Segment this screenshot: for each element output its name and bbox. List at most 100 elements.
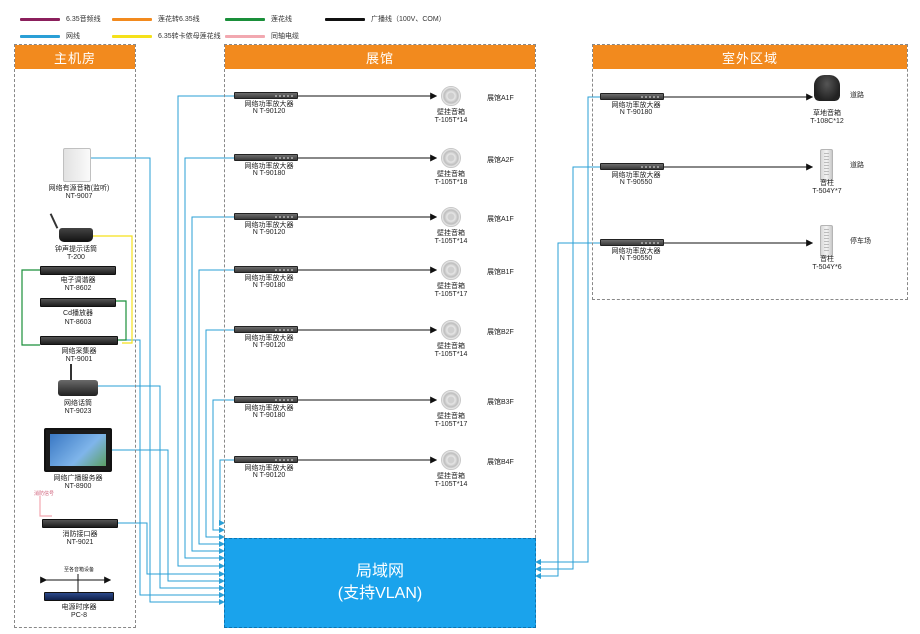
hall-speaker-icon-1 [441, 148, 461, 168]
legend-label-1: 莲花转6.35线 [158, 16, 200, 23]
tuner-rack-icon [40, 266, 116, 275]
device-name-4: 网络采集器 [61, 348, 97, 355]
outdoor-column-speaker-icon-2 [820, 225, 833, 257]
legend-label-5: 6.35转卡侬母莲花线 [158, 33, 221, 40]
hall-network-wire-5 [212, 399, 234, 533]
hall-amp-model-3: N T-90180 [252, 282, 286, 289]
hall-amp-3 [234, 266, 298, 273]
tuner-green-line [21, 269, 40, 346]
legend-swatch-5 [112, 34, 152, 38]
device-name-6: 网络广播服务器 [53, 475, 103, 482]
control-room-zone: 主机房 [14, 44, 136, 628]
legend-swatch-1 [112, 17, 152, 21]
legend-label-0: 6.35音频线 [66, 16, 101, 23]
outdoor-amp-model-1: N T-90550 [619, 179, 653, 186]
hall-network-wire-3 [198, 269, 234, 547]
hall-speaker-model-4: T-105T*14 [434, 351, 468, 358]
device-name-7: 消防接口器 [62, 531, 98, 538]
device-model-1: T-200 [67, 254, 85, 261]
control-room-network-wire-4 [118, 522, 225, 577]
hall-network-wire-1 [184, 157, 234, 561]
hall-area-label-6: 展馆B4F [487, 459, 514, 466]
legend-label-2: 莲花线 [271, 16, 292, 23]
outdoor-area-label-0: 道路 [850, 92, 864, 99]
outdoor-amp-name-0: 网络功率放大器 [611, 102, 661, 109]
fire-signal-label: 消防信号 [34, 491, 55, 497]
hall-amp-model-0: N T-90120 [252, 108, 286, 115]
outdoor-lawn-speaker-icon-0 [814, 75, 840, 101]
device-name-5: 网络话筒 [64, 400, 92, 407]
exhibition-hall-zone: 展馆 [224, 44, 536, 628]
device-name-8: 电源时序器 [61, 604, 97, 611]
hall-amp-name-5: 网络功率放大器 [244, 405, 294, 412]
hall-speaker-model-3: T-105T*17 [434, 291, 468, 298]
server-screen [50, 434, 106, 466]
outdoor-network-wire-0 [535, 96, 600, 565]
hall-area-label-4: 展馆B2F [487, 329, 514, 336]
hall-amp-1 [234, 154, 298, 161]
lan-title: 局域网 [355, 563, 404, 580]
hall-amp-2 [234, 213, 298, 220]
hall-speaker-icon-4 [441, 320, 461, 340]
legend-swatch-0 [20, 17, 60, 21]
hall-speaker-model-5: T-105T*17 [434, 421, 468, 428]
legend-item-5: 6.35转卡侬母莲花线 [112, 31, 221, 41]
hall-speaker-icon-5 [441, 390, 461, 410]
outdoor-area-label-1: 道路 [850, 162, 864, 169]
hall-network-wire-2 [191, 216, 234, 554]
outdoor-speaker-name-2: 音柱 [820, 256, 834, 263]
hall-amp-name-2: 网络功率放大器 [244, 222, 294, 229]
legend-item-2: 莲花线 [225, 14, 292, 24]
hall-amp-name-1: 网络功率放大器 [244, 163, 294, 170]
collector-rack-icon [40, 336, 118, 345]
hall-amp-4 [234, 326, 298, 333]
control-room-network-wire-3 [112, 449, 225, 584]
device-name-3: Cd播放器 [63, 310, 93, 317]
legend-swatch-4 [20, 34, 60, 38]
device-model-4: NT-9001 [65, 356, 93, 363]
hall-speaker-name-5: 壁挂音箱 [437, 413, 465, 420]
fire-signal-line [39, 496, 52, 517]
legend-item-1: 莲花转6.35线 [112, 14, 200, 24]
lan-subtitle: (支持VLAN) [337, 585, 423, 602]
hall-network-wire-6 [219, 459, 234, 526]
hall-amp-model-4: N T-90120 [252, 342, 286, 349]
fire-interface-rack-icon [42, 519, 118, 528]
legend-label-4: 网线 [66, 33, 80, 40]
hall-speaker-name-0: 壁挂音箱 [437, 109, 465, 116]
hall-speaker-icon-0 [441, 86, 461, 106]
hall-speaker-name-4: 壁挂音箱 [437, 343, 465, 350]
hall-amp-name-4: 网络功率放大器 [244, 335, 294, 342]
outdoor-speaker-name-0: 草地音箱 [813, 110, 841, 117]
legend-label-6: 同轴电缆 [271, 33, 299, 40]
outdoor-network-wire-1 [535, 166, 600, 572]
hall-area-label-5: 展馆B3F [487, 399, 514, 406]
outdoor-amp-name-1: 网络功率放大器 [611, 172, 661, 179]
outdoor-zone: 室外区域 [592, 44, 908, 300]
hall-amp-model-6: N T-90120 [252, 472, 286, 479]
device-model-6: NT-8900 [64, 483, 92, 490]
cd-player-rack-icon [40, 298, 116, 307]
outdoor-amp-0 [600, 93, 664, 100]
hall-amp-model-2: N T-90120 [252, 229, 286, 236]
hall-speaker-model-6: T-105T*14 [434, 481, 468, 488]
hall-amp-6 [234, 456, 298, 463]
device-model-8: PC-8 [71, 612, 87, 619]
legend-item-0: 6.35音频线 [20, 14, 101, 24]
legend-item-6: 同轴电缆 [225, 31, 299, 41]
outdoor-amp-2 [600, 239, 664, 246]
outdoor-speaker-model-1: T-504Y*7 [812, 188, 842, 195]
hall-speaker-name-3: 壁挂音箱 [437, 283, 465, 290]
mic-yellow-line [92, 235, 133, 344]
chime-mic-base [59, 228, 93, 242]
device-model-0: NT-9007 [65, 193, 93, 200]
hall-area-label-0: 展馆A1F [487, 95, 514, 102]
device-name-2: 电子调谐器 [60, 277, 96, 284]
hall-speaker-name-1: 壁挂音箱 [437, 171, 465, 178]
cd-green-line [116, 300, 127, 341]
outdoor-column-speaker-icon-1 [820, 149, 833, 181]
outdoor-amp-model-2: N T-90550 [619, 255, 653, 262]
control-room-network-wire-2 [98, 385, 225, 591]
device-model-5: NT-9023 [64, 408, 92, 415]
